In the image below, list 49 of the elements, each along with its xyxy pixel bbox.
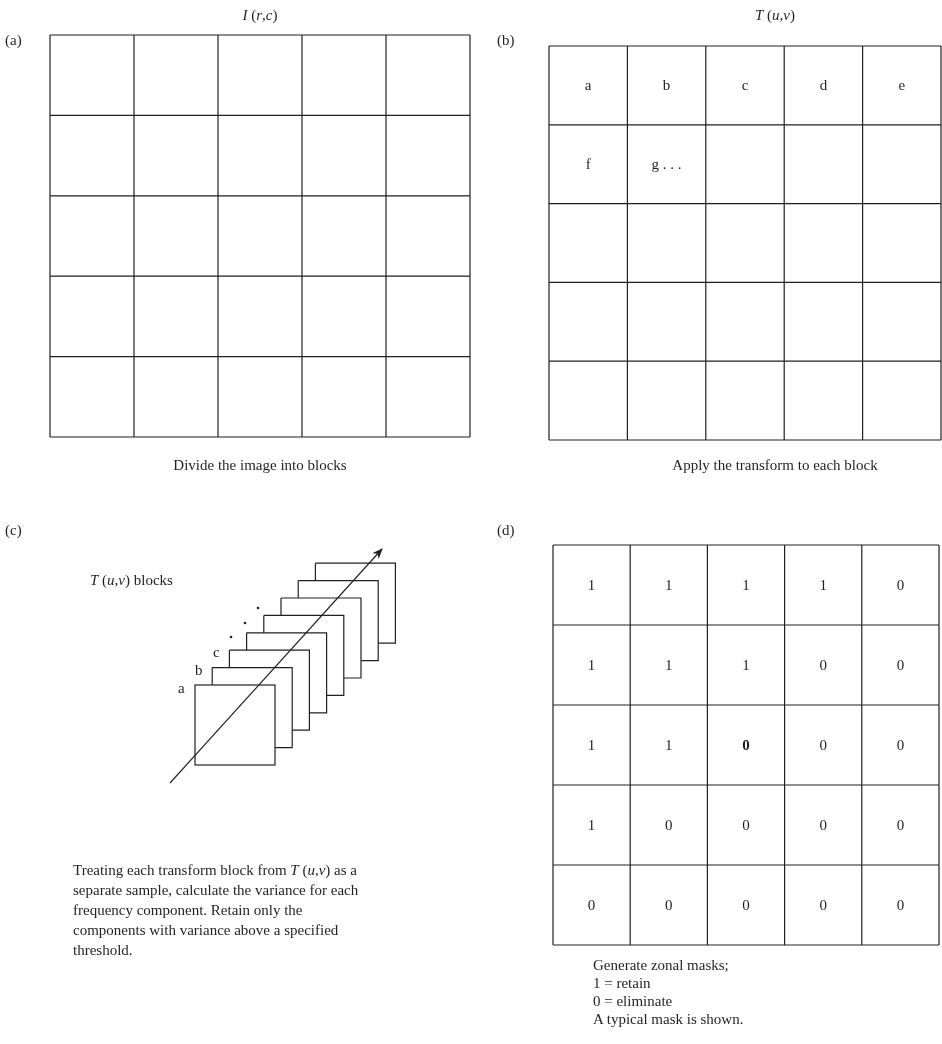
mask-value: 0: [742, 736, 750, 754]
caption-text: Generate zonal masks;: [593, 956, 729, 974]
panel-label: (b): [497, 31, 515, 49]
caption-text: 1 = retain: [593, 974, 651, 992]
mask-value: 1: [587, 816, 596, 834]
block-letter: c: [741, 76, 749, 95]
mask-value: 0: [819, 896, 827, 914]
mask-value: 1: [742, 656, 750, 674]
mask-value: 0: [896, 896, 905, 914]
mask-value: 0: [587, 896, 596, 914]
mask-value: 0: [896, 656, 905, 674]
mask-value: 0: [896, 736, 905, 754]
description-text: Treating each transform block from T (u,v) as a separate sample, calculate the variance for each frequency component. Retain only the components with variance above a specified threshold.: [73, 861, 360, 960]
block-letter: e: [898, 76, 906, 95]
grid-title: I (r,c): [242, 6, 278, 24]
caption-text: A typical mask is shown.: [593, 1010, 744, 1028]
mask-value: 0: [896, 816, 905, 834]
panel-caption: Apply the transform to each block: [672, 456, 878, 474]
mask-value: 1: [587, 576, 596, 594]
block-letter: c: [213, 643, 220, 661]
block-letter: b: [195, 661, 203, 679]
panel-caption: Divide the image into blocks: [173, 456, 347, 474]
mask-value: 1: [742, 576, 750, 594]
mask-value: 0: [819, 736, 827, 754]
grid-title: T (u,v): [755, 6, 795, 24]
stack-title: T (u,v) blocks: [90, 571, 173, 589]
mask-value: 1: [587, 736, 596, 754]
block-letter: a: [178, 679, 185, 697]
mask-value: 1: [665, 576, 673, 594]
mask-value: 0: [665, 896, 673, 914]
block-letter: a: [584, 76, 592, 95]
mask-value: 1: [665, 656, 673, 674]
panel-label: (a): [5, 31, 22, 49]
block-letter: f: [585, 155, 591, 174]
mask-value: 0: [742, 896, 750, 914]
caption-text: 0 = eliminate: [593, 992, 673, 1010]
mask-value: 1: [587, 656, 596, 674]
panel-label: (c): [5, 521, 22, 539]
mask-value: 0: [819, 816, 827, 834]
mask-value: 0: [665, 816, 673, 834]
panel-label: (d): [497, 521, 515, 539]
mask-value: 1: [665, 736, 673, 754]
mask-value: 0: [819, 656, 827, 674]
block-letter: b: [662, 76, 671, 95]
mask-value: 1: [819, 576, 827, 594]
block-letter: g . . .: [651, 155, 682, 174]
mask-value: 0: [742, 816, 750, 834]
block-letter: d: [819, 76, 828, 95]
mask-value: 0: [896, 576, 905, 594]
